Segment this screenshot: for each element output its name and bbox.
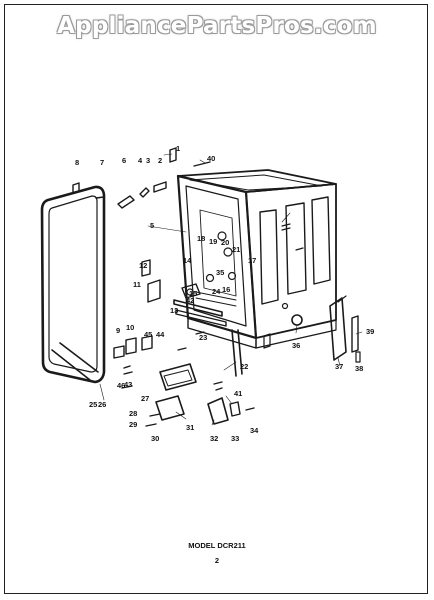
front-control-parts — [113, 259, 255, 427]
callout-7: 7 — [100, 158, 104, 167]
side-bracket-parts — [329, 295, 361, 363]
callout-29: 29 — [129, 420, 137, 429]
callout-36: 36 — [292, 341, 300, 350]
callout-2: 2 — [158, 156, 162, 165]
callout-44: 44 — [156, 330, 165, 339]
callout-4: 4 — [138, 156, 143, 165]
watermark-text: AppliancePartsPros.com — [57, 13, 377, 39]
door-gasket-frame — [40, 185, 106, 384]
callout-15: 15 — [189, 289, 197, 298]
leader-lines — [99, 153, 363, 426]
callout-20: 20 — [221, 238, 229, 247]
page-border — [4, 4, 428, 594]
callout-33: 33 — [231, 434, 239, 443]
callout-38: 38 — [355, 364, 363, 373]
callout-21: 21 — [232, 245, 240, 254]
callout-34: 34 — [250, 426, 259, 435]
callout-17: 17 — [248, 256, 256, 265]
callout-labels: 1 2 3 4 5 6 7 8 9 10 11 12 13 14 15 16 1… — [75, 144, 374, 443]
callout-35: 35 — [216, 268, 224, 277]
callout-41: 41 — [234, 389, 242, 398]
callout-40: 40 — [207, 154, 215, 163]
callout-46: 46 — [117, 381, 125, 390]
callout-14: 14 — [183, 256, 192, 265]
callout-23: 23 — [199, 333, 207, 342]
callout-37: 37 — [335, 362, 343, 371]
callout-16: 16 — [222, 285, 230, 294]
callout-30: 30 — [151, 434, 159, 443]
callout-32: 32 — [210, 434, 218, 443]
callout-11: 11 — [133, 280, 141, 289]
callout-10: 10 — [126, 323, 134, 332]
callout-42: 42 — [186, 296, 194, 305]
callout-45: 45 — [144, 330, 152, 339]
callout-31: 31 — [186, 423, 194, 432]
callout-1: 1 — [176, 144, 180, 153]
callout-18: 18 — [197, 234, 205, 243]
callout-22: 22 — [240, 362, 248, 371]
callout-8: 8 — [75, 158, 79, 167]
top-hinge-parts — [72, 147, 211, 209]
tub-assembly — [176, 169, 337, 377]
model-label: MODEL DCR211 — [188, 541, 246, 550]
callout-27: 27 — [141, 394, 149, 403]
callout-28: 28 — [129, 409, 137, 418]
callout-9: 9 — [116, 326, 120, 335]
callout-24: 24 — [212, 287, 221, 296]
callout-3: 3 — [146, 156, 150, 165]
callout-6: 6 — [122, 156, 126, 165]
callout-12: 12 — [139, 261, 147, 270]
callout-26: 26 — [98, 400, 106, 409]
callout-5: 5 — [150, 221, 154, 230]
page-number: 2 — [214, 556, 220, 565]
callout-39: 39 — [366, 327, 374, 336]
callout-43: 43 — [124, 380, 132, 389]
callout-25: 25 — [89, 400, 97, 409]
callout-19: 19 — [209, 237, 217, 246]
callout-13: 13 — [170, 306, 178, 315]
